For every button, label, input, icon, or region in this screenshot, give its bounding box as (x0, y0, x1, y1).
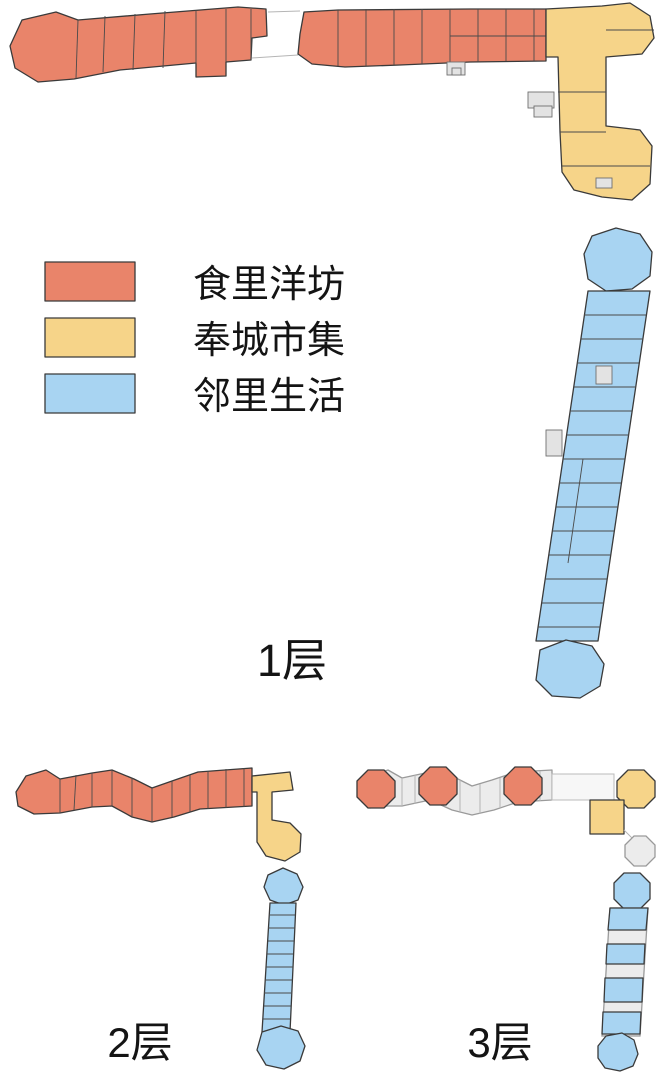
legend-swatch-yellow (44, 317, 136, 358)
floor3-blue-nodes (597, 872, 651, 1072)
floor3-label: 3层 (467, 1019, 532, 1066)
floor2-blue-strip (256, 867, 306, 1070)
legend-label-yellow: 奉城市集 (193, 320, 345, 362)
floor1-blue-strip (535, 227, 653, 699)
floor1-gap-outline (251, 10, 301, 59)
floor1-yellow-stair-3 (595, 177, 613, 189)
floor3-blue-bottom-octagon (597, 1032, 639, 1072)
floor2-blue-unit-lines (263, 914, 295, 1020)
floor2-blue-bottom-octagon (256, 1025, 306, 1070)
floor2-red-unit-lines (59, 768, 245, 822)
floor1-yellow-stair-2 (533, 105, 553, 118)
floor1-red-unit-lines (75, 9, 546, 79)
floor3-red-octagon-1 (356, 769, 396, 809)
floor2-yellow-block (251, 771, 302, 862)
floor3-gray-octagon (624, 835, 656, 867)
floor1-blue-bar (535, 290, 651, 642)
floor1-label: 1层 (257, 635, 327, 686)
legend-label-red: 食里洋坊 (193, 264, 345, 306)
floor2-yellow-shape (251, 771, 302, 862)
floor1-blue-bottom-octagon (535, 639, 605, 699)
legend-swatch-blue (44, 373, 136, 414)
floor3-blue-seg-4 (601, 1011, 642, 1035)
floor3-red-octagon-3 (503, 766, 543, 806)
floor1-blue-top-octagon (583, 227, 653, 292)
floor1-blue-stair-1 (595, 365, 613, 385)
legend-label-blue: 邻里生活 (193, 376, 345, 418)
floor3-plan: 3层 (356, 766, 656, 1072)
floor2-label: 2层 (107, 1019, 172, 1066)
floor2-blue-top-octagon (263, 867, 304, 906)
floor1-plan (9, 2, 655, 699)
floor3-red-nodes (356, 766, 543, 809)
floor3-blue-seg-3 (603, 977, 644, 1003)
floor3-gray-gap (551, 773, 615, 801)
floor1-blue-stair-2 (545, 429, 563, 457)
floor1-blue-unit-lines (538, 314, 646, 628)
legend: 食里洋坊 奉城市集 邻里生活 (44, 261, 345, 418)
floor3-red-octagon-2 (418, 766, 458, 806)
floor1-yellow-unit-lines (558, 29, 654, 167)
floor1-stair-core-2 (451, 67, 462, 76)
floor3-yellow-nodes (589, 769, 656, 835)
floor3-blue-seg-1 (607, 907, 649, 931)
legend-swatch-red (44, 261, 136, 302)
floor3-blue-top-octagon (613, 872, 651, 910)
floor3-yellow-square (589, 799, 625, 835)
floor2-plan: 2层 (15, 767, 306, 1070)
floor1-red-strips (9, 6, 547, 83)
floor1-yellow-block (545, 2, 655, 201)
floor3-blue-seg-2 (605, 943, 646, 965)
